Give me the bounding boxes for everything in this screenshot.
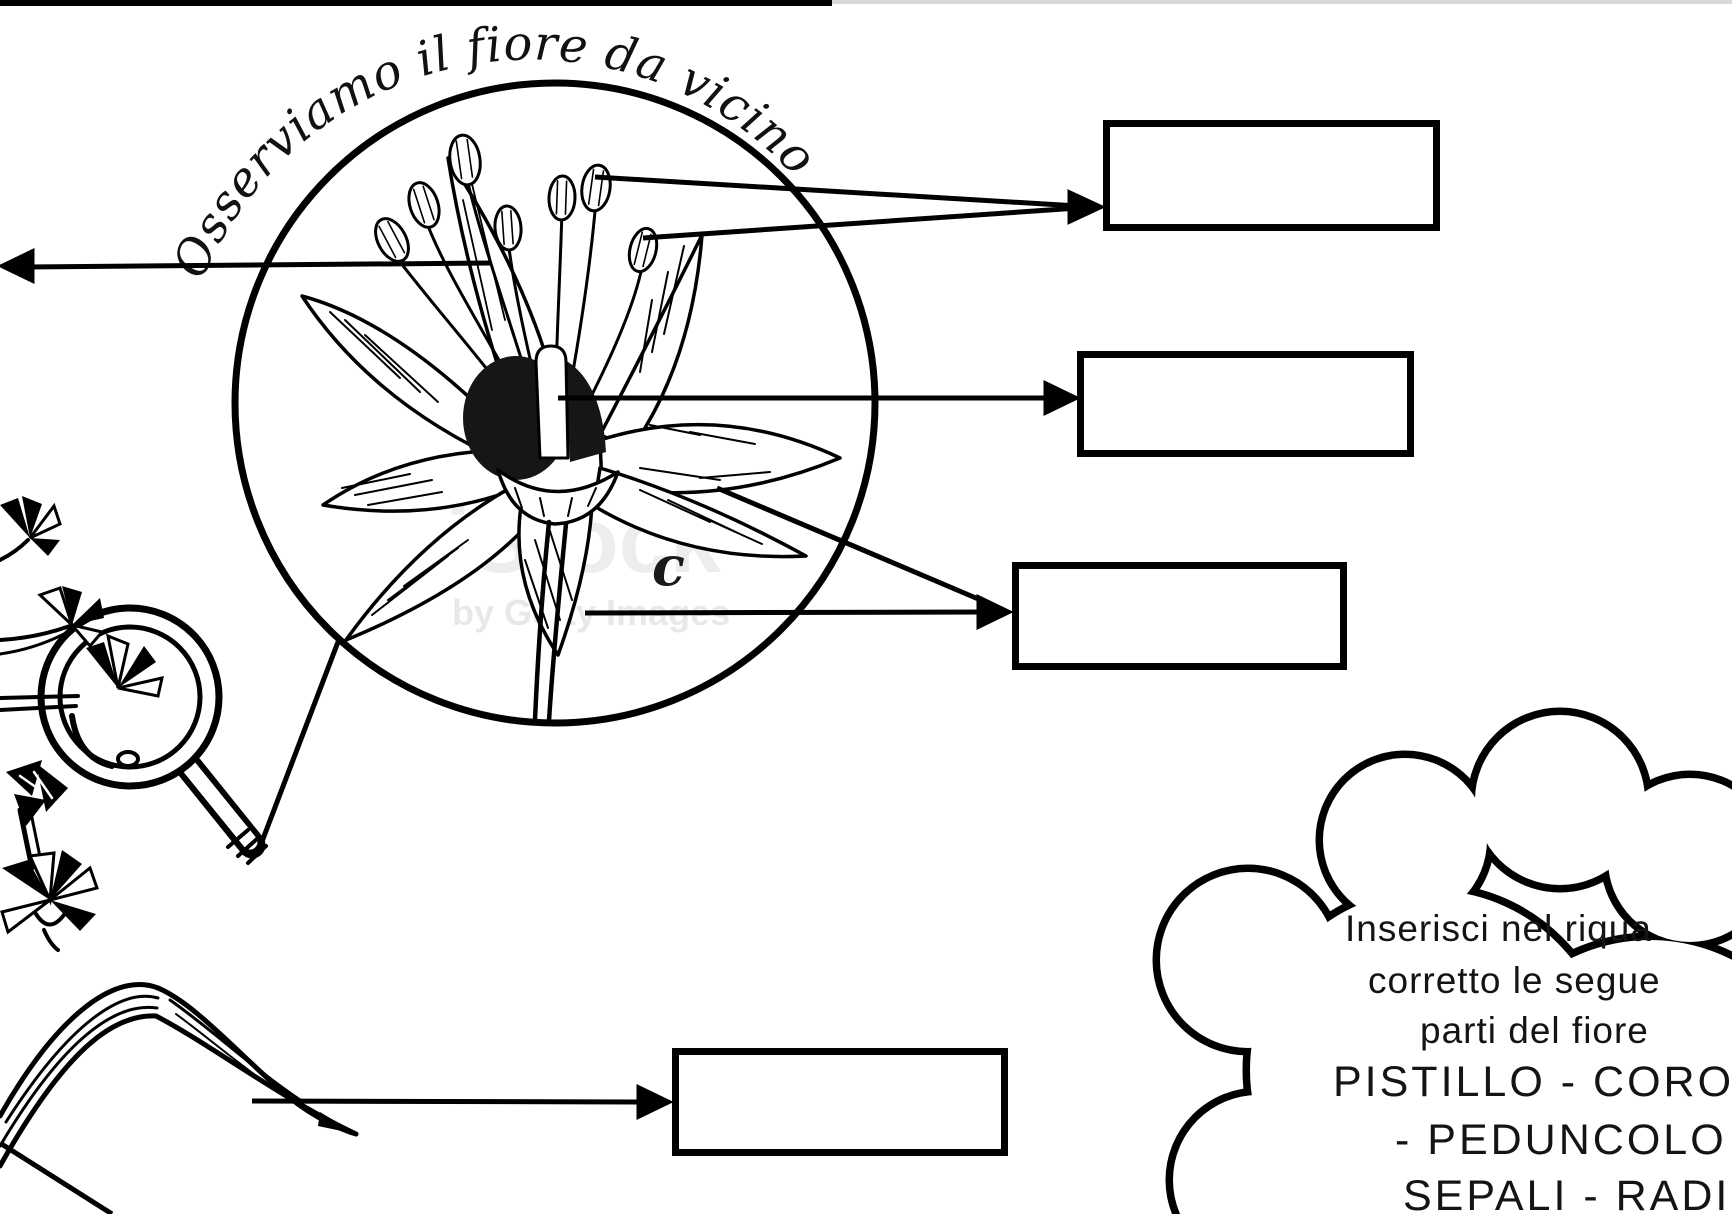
figure-caption-letter: c bbox=[652, 534, 685, 598]
plant-sketch bbox=[0, 496, 105, 952]
arrow-anthers-icon bbox=[594, 174, 1106, 241]
arrow-pistil-icon bbox=[558, 380, 1081, 416]
answer-box-1[interactable] bbox=[1103, 120, 1440, 231]
arrow-leaf-icon bbox=[251, 1084, 674, 1120]
magnifying-glass-icon bbox=[37, 604, 268, 865]
arrow-petal-sepal-icon bbox=[584, 485, 1014, 630]
spiky-bloom-sketch bbox=[0, 850, 99, 952]
cloud-line-4: PISTILLO - CORO bbox=[1333, 1058, 1732, 1106]
leaf-illustration bbox=[0, 982, 359, 1169]
cloud-line-2: corretto le segue bbox=[1368, 960, 1661, 1001]
lens-flower-sketch bbox=[69, 633, 164, 769]
cutoff-diagonal-line bbox=[0, 1140, 114, 1214]
cloud-line-1: Inserisci nel riqua bbox=[1345, 908, 1652, 949]
label-arrows bbox=[0, 174, 1106, 1214]
cloud-line-3: parti del fiore bbox=[1420, 1010, 1649, 1051]
answer-box-3[interactable] bbox=[1012, 562, 1347, 670]
answer-box-2[interactable] bbox=[1077, 351, 1414, 457]
scan-edge-bar bbox=[0, 0, 1732, 6]
zoom-circle bbox=[231, 79, 879, 727]
arrow-left-icon bbox=[0, 248, 491, 284]
answer-box-4[interactable] bbox=[672, 1048, 1008, 1156]
cloud-line-6: SEPALI - RADI bbox=[1403, 1172, 1731, 1214]
callout-wedge-line bbox=[255, 641, 341, 853]
cloud-line-5: - PEDUNCOLO bbox=[1395, 1116, 1727, 1164]
instruction-cloud bbox=[1152, 707, 1732, 1214]
